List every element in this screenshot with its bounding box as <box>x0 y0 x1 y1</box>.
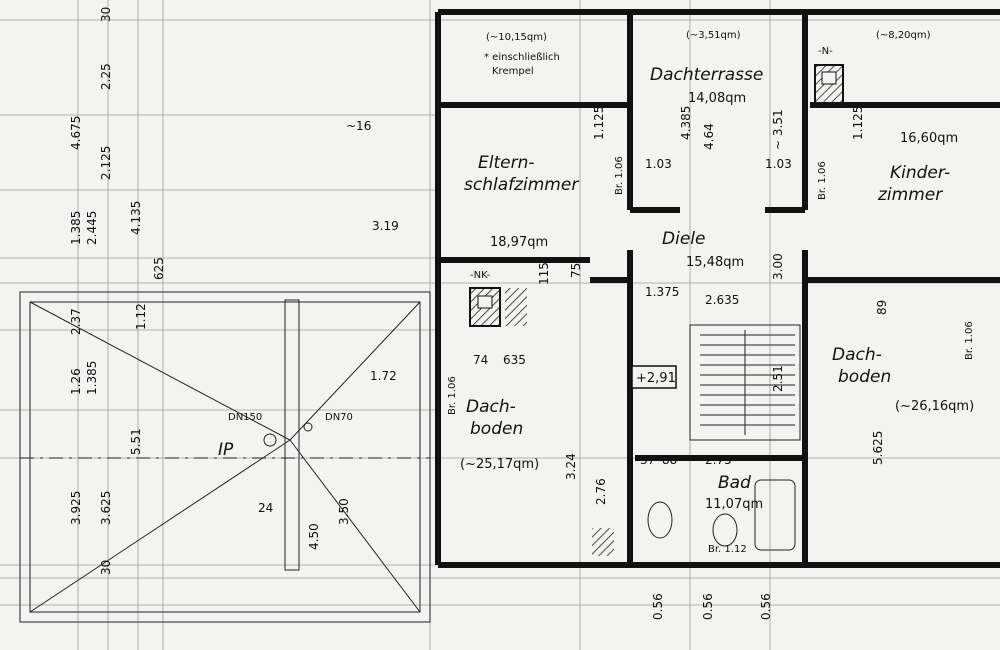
room-dachboden-left-name2: boden <box>470 419 523 439</box>
dim-4675: 4.675 <box>69 116 83 150</box>
note-dn150: DN150 <box>228 412 262 423</box>
dim-350: 3.50 <box>337 498 351 525</box>
dim-3925: 3.925 <box>69 491 83 525</box>
dim-112: 1.12 <box>134 303 148 330</box>
dim-2125: 2.125 <box>99 146 113 180</box>
note-einschl-2: Krempel <box>492 66 534 77</box>
dim-126: 1.26 <box>69 368 83 395</box>
room-bad-area: 11,07qm <box>705 497 763 512</box>
dim-056c: 0.56 <box>759 593 773 620</box>
dim-056a: 0.56 <box>651 593 665 620</box>
dim-276: 2.76 <box>594 478 608 505</box>
dim-625: 625 <box>152 257 166 280</box>
level-marker: +2,91 <box>636 371 676 386</box>
room-bad-name: Bad <box>718 473 751 493</box>
dim-89: 89 <box>875 300 889 315</box>
room-dachboden-right-name2: boden <box>838 367 891 387</box>
dim-251: 2.51 <box>771 365 785 392</box>
dim-4135: 4.135 <box>129 201 143 235</box>
room-dachterrasse-name: Dachterrasse <box>650 65 763 85</box>
dim-225: 2.25 <box>99 63 113 90</box>
room-kinder-area: 16,60qm <box>900 131 958 146</box>
dim-300: 3.00 <box>771 253 785 280</box>
dim-056b: 0.56 <box>701 593 715 620</box>
dim-450: 4.50 <box>307 523 321 550</box>
note-ip: IP <box>218 440 234 460</box>
note-approx16: ~16 <box>346 119 371 133</box>
dim-324: 3.24 <box>564 453 578 480</box>
dim-br106b: Br. 1.06 <box>817 161 828 200</box>
stair-treads <box>700 330 795 435</box>
dim-br106c: Br. 1.06 <box>447 376 458 415</box>
room-dachboden-left-area: (~25,17qm) <box>460 457 539 472</box>
dim-464: 4.64 <box>702 123 716 150</box>
dimension-labels: 4.675 2.25 30 2.125 1.385 2.445 4.135 62… <box>69 7 975 620</box>
dim-351: ~ 3.51 <box>771 109 785 150</box>
dim-5625: 5.625 <box>871 431 885 465</box>
left-roof-outline <box>19 291 431 623</box>
dim-3625: 3.625 <box>99 491 113 525</box>
dim-1385b: 1.385 <box>85 361 99 395</box>
room-eltern-name2: schlafzimmer <box>464 175 579 195</box>
room-kinder-name2: zimmer <box>877 185 943 205</box>
dim-1375: 1.375 <box>645 285 679 299</box>
dim-885: 88 <box>662 453 677 467</box>
dim-1125b: 1.125 <box>851 106 865 140</box>
dim-74: 74 <box>473 353 488 367</box>
dim-172: 1.72 <box>370 369 397 383</box>
dim-375: 37 <box>640 453 655 467</box>
dim-551: 5.51 <box>129 428 143 455</box>
dim-103b: 1.03 <box>765 157 792 171</box>
dim-1125a: 1.125 <box>592 106 606 140</box>
room-dachterrasse-area: 14,08qm <box>688 91 746 106</box>
dim-115: 115 <box>537 262 551 285</box>
note-n-top: -N- <box>818 46 833 57</box>
room-dachboden-right-area: (~26,16qm) <box>895 399 974 414</box>
dim-2445: 2.445 <box>85 211 99 245</box>
building-walls <box>435 9 1000 568</box>
note-top-left-approx: (~10,15qm) <box>486 32 547 43</box>
room-eltern-area: 18,97qm <box>490 235 548 250</box>
room-dachboden-left-name1: Dach- <box>466 397 516 417</box>
downpipe-small-icon <box>303 422 313 432</box>
dim-75: 75 <box>569 263 583 278</box>
note-nk-mid: -NK- <box>470 270 491 281</box>
dim-br106d: Br. 1.06 <box>964 321 975 360</box>
room-dachboden-right-name1: Dach- <box>832 345 882 365</box>
chimneys <box>469 64 844 556</box>
downpipe-icon <box>263 433 277 447</box>
note-einschl-1: * einschließlich <box>484 52 560 63</box>
dim-br106a: Br. 1.06 <box>614 156 625 195</box>
dim-2635: 2.635 <box>705 293 739 307</box>
dim-br112: Br. 1.12 <box>708 544 747 555</box>
dim-103a: 1.03 <box>645 157 672 171</box>
room-dachterrasse-approx: (~3,51qm) <box>686 30 741 41</box>
dim-30b: 30 <box>99 560 113 575</box>
room-kinder-name1: Kinder- <box>890 163 950 183</box>
room-kinder-approx: (~8,20qm) <box>876 30 931 41</box>
bathroom-fixtures <box>647 479 796 551</box>
room-diele-area: 15,48qm <box>686 255 744 270</box>
dim-30a: 30 <box>99 7 113 22</box>
dim-1385: 1.385 <box>69 211 83 245</box>
note-dn70: DN70 <box>325 412 353 423</box>
dim-4385: 4.385 <box>679 106 693 140</box>
dim-237: 2.37 <box>69 308 83 335</box>
dim-275: 2.75 <box>705 453 732 467</box>
room-diele-name: Diele <box>662 229 705 249</box>
dim-319: 3.19 <box>372 219 399 233</box>
dim-635: 635 <box>503 353 526 367</box>
room-eltern-name1: Eltern- <box>478 153 535 173</box>
dim-24: 24 <box>258 501 273 515</box>
